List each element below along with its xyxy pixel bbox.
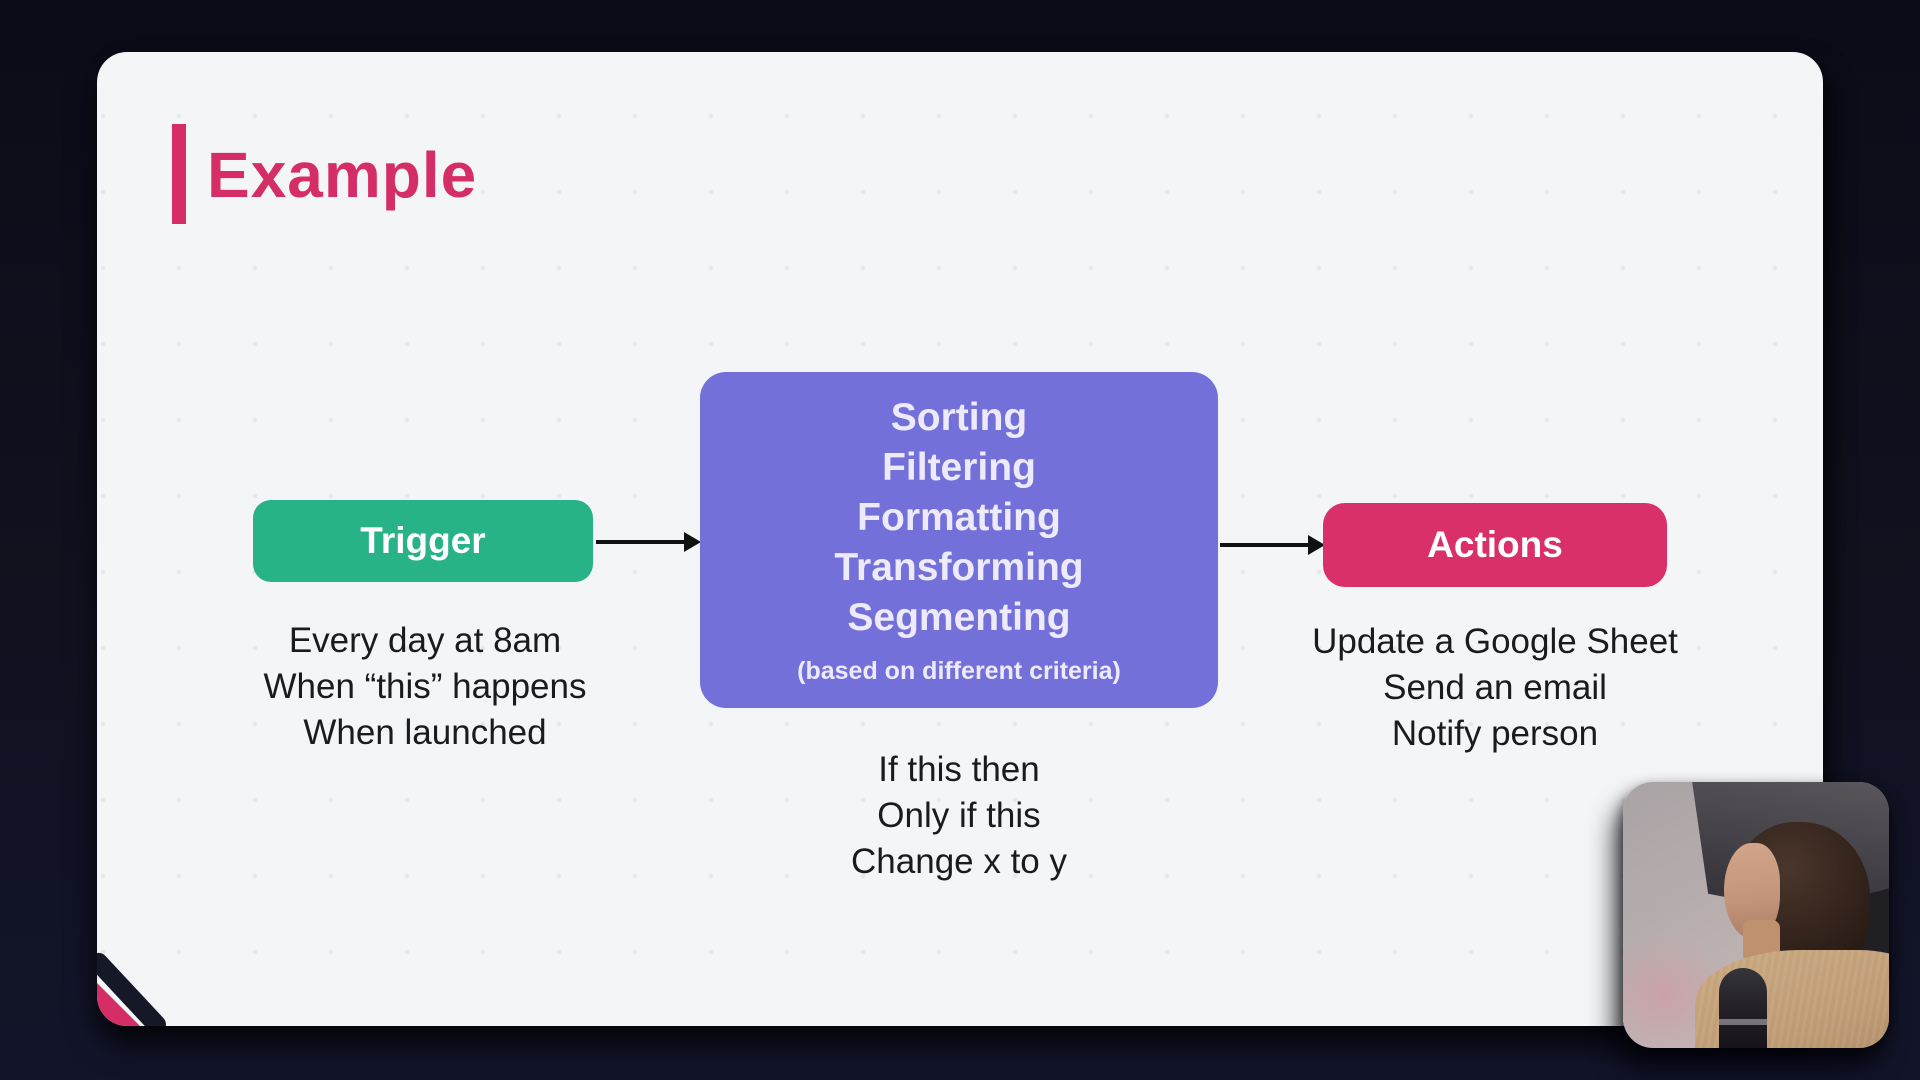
process-item: Segmenting (847, 596, 1071, 639)
microphone-ring (1718, 1018, 1767, 1025)
webcam-overlay (1623, 782, 1889, 1048)
process-note: (based on different criteria) (797, 657, 1121, 685)
process-examples: If this then Only if this Change x to y (759, 747, 1159, 885)
process-item: Filtering (882, 446, 1036, 489)
actions-example-line: Notify person (1391, 714, 1599, 753)
process-item: Formatting (857, 496, 1061, 539)
slide: Example Trigger Every day at 8am When “t… (97, 52, 1823, 1026)
process-node: Sorting Filtering Formatting Transformin… (700, 372, 1218, 708)
title-accent-bar (172, 124, 186, 224)
flow-arrow-right (1220, 535, 1325, 555)
process-example-line: Only if this (877, 796, 1041, 835)
actions-node: Actions (1323, 503, 1667, 587)
actions-examples: Update a Google Sheet Send an email Noti… (1275, 619, 1715, 757)
process-example-line: If this then (878, 750, 1040, 789)
actions-example-line: Update a Google Sheet (1312, 622, 1678, 661)
process-example-line: Change x to y (851, 842, 1067, 881)
slide-title: Example (207, 139, 478, 211)
microphone (1718, 968, 1767, 1048)
corner-decoration (97, 896, 227, 1026)
trigger-example-line: When launched (303, 713, 547, 752)
process-item: Transforming (834, 546, 1084, 589)
trigger-node: Trigger (253, 500, 593, 582)
trigger-example-line: Every day at 8am (288, 621, 562, 660)
trigger-label: Trigger (360, 520, 486, 561)
trigger-examples: Every day at 8am When “this” happens Whe… (205, 618, 645, 756)
trigger-example-line: When “this” happens (263, 667, 587, 706)
actions-example-line: Send an email (1383, 668, 1607, 707)
flow-arrow-left (596, 532, 701, 552)
actions-label: Actions (1427, 524, 1563, 565)
process-item: Sorting (890, 396, 1028, 439)
